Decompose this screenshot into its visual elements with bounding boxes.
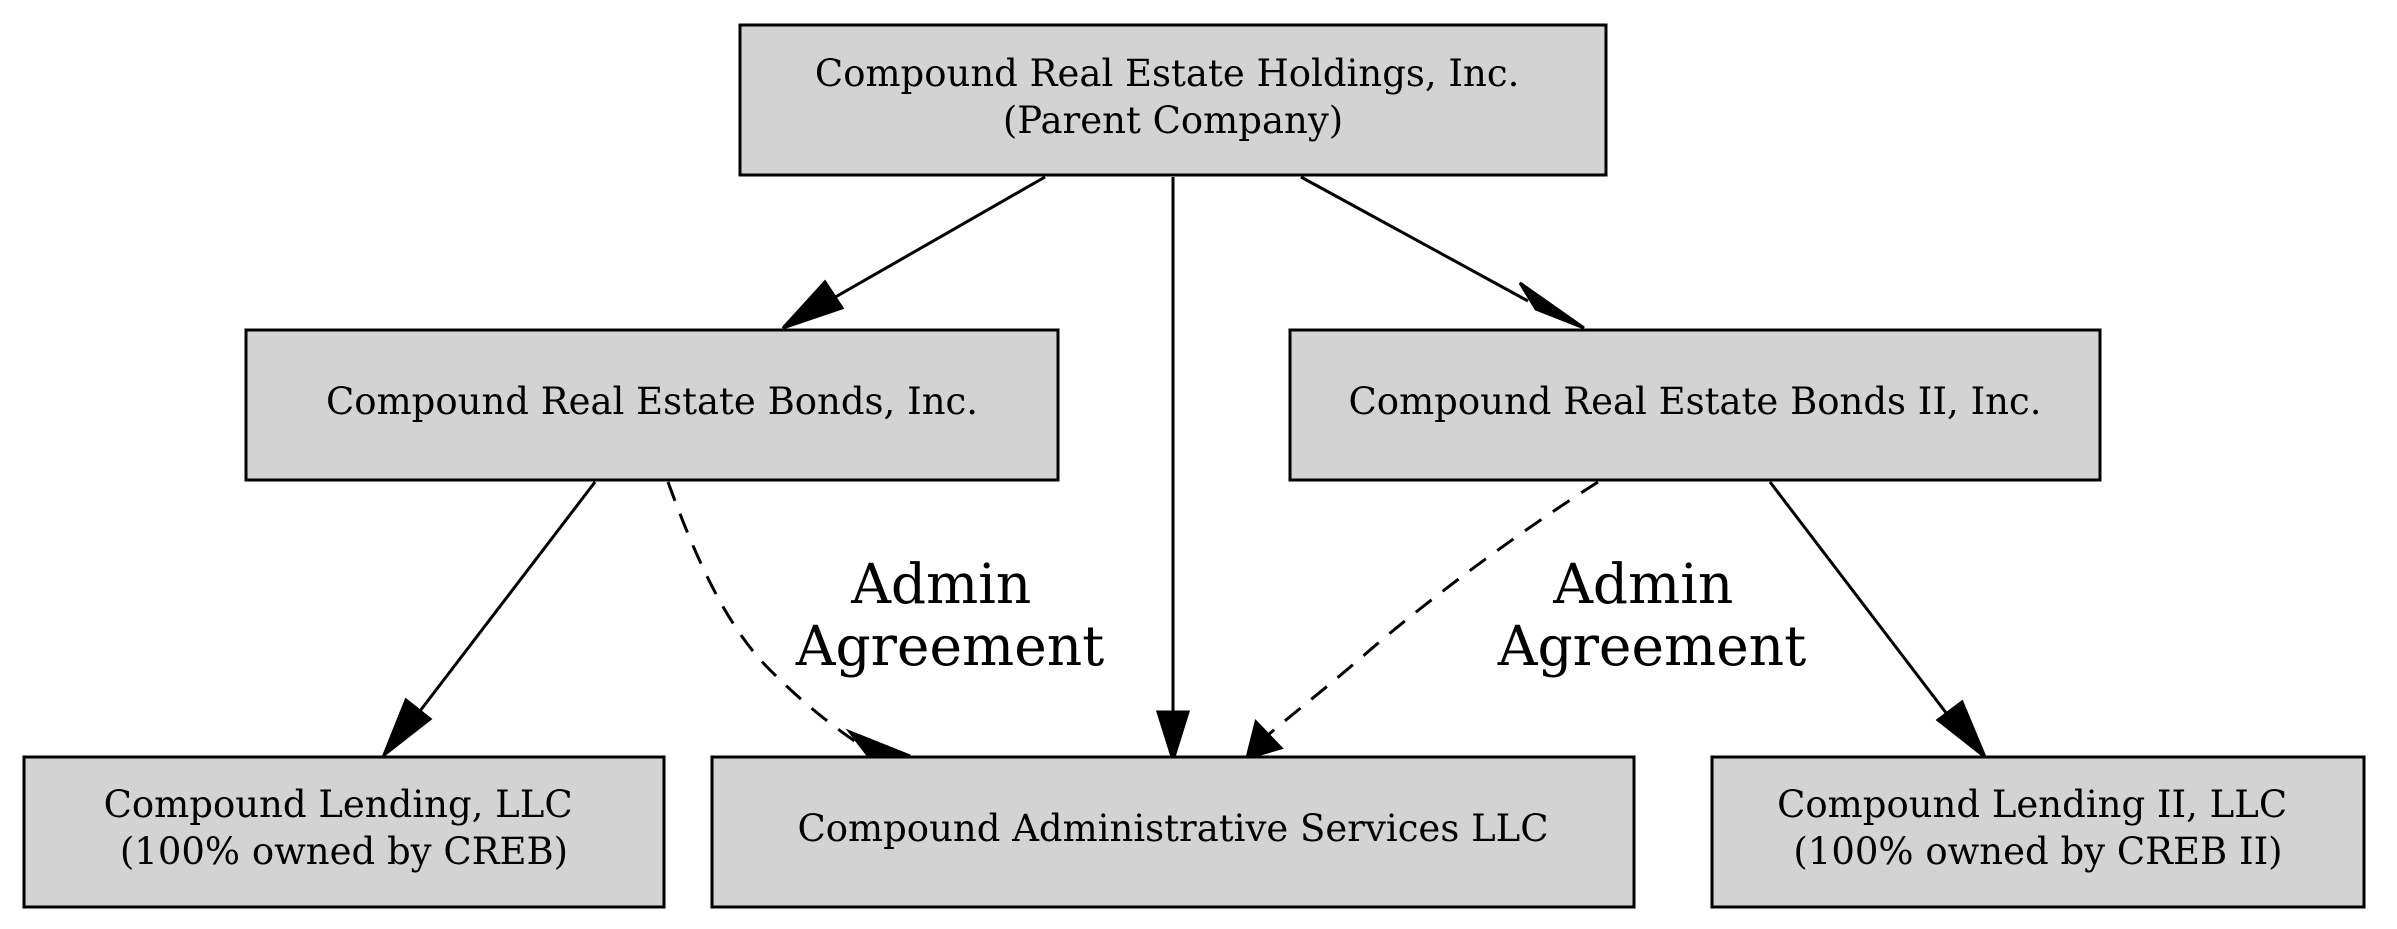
edge-label-bonds2-admin: Admin Agreement [1497, 552, 1807, 678]
node-admin-line-1: Compound Administrative Services LLC [797, 807, 1548, 850]
node-lending2: Compound Lending II, LLC (100% owned by … [1710, 755, 2366, 909]
node-bonds2-label: Compound Real Estate Bonds II, Inc. [1348, 380, 2041, 423]
edge-bonds2-to-lending2 [1768, 481, 1952, 719]
node-lending2-label: Compound Lending II, LLC (100% owned by … [1777, 783, 2299, 873]
node-lending-label: Compound Lending, LLC (100% owned by CRE… [104, 783, 585, 873]
node-lending2-line-1: Compound Lending II, LLC [1777, 783, 2287, 826]
edge-holdings-to-bonds2 [1300, 175, 1529, 303]
node-bonds2-box [1288, 328, 2102, 482]
edge-label-bonds-admin: Admin Agreement [795, 552, 1105, 678]
edge-label-bonds-admin-line-2: Agreement [795, 614, 1105, 678]
arrowhead-holdings-to-admin [1155, 710, 1191, 766]
node-bonds-label: Compound Real Estate Bonds, Inc. [326, 380, 978, 423]
node-lending-line-2: (100% owned by CREB) [120, 830, 568, 873]
edge-bonds-to-admin [666, 481, 866, 750]
edge-bonds2-to-admin [1267, 480, 1599, 737]
node-lending2-line-2: (100% owned by CREB II) [1793, 830, 2282, 873]
node-holdings-line-2: (Parent Company) [1003, 99, 1343, 142]
node-bonds2: Compound Real Estate Bonds II, Inc. [1288, 328, 2102, 482]
edge-bonds-to-lending [418, 481, 597, 712]
node-bonds-line-1: Compound Real Estate Bonds, Inc. [326, 380, 978, 423]
node-lending-line-1: Compound Lending, LLC [104, 783, 573, 826]
node-admin: Compound Administrative Services LLC [710, 755, 1636, 909]
node-bonds: Compound Real Estate Bonds, Inc. [244, 328, 1060, 482]
arrowhead-bonds2-to-admin [1244, 719, 1284, 761]
node-admin-box [710, 755, 1636, 909]
node-lending: Compound Lending, LLC (100% owned by CRE… [22, 755, 666, 909]
arrowhead-bonds-to-admin [845, 728, 911, 760]
node-admin-label: Compound Administrative Services LLC [797, 807, 1548, 850]
node-lending-box [22, 755, 666, 909]
edge-holdings-to-bonds [817, 175, 1046, 309]
node-holdings: Compound Real Estate Holdings, Inc. (Par… [738, 23, 1608, 177]
arrowhead-bonds-to-lending [380, 697, 433, 760]
node-lending2-box [1710, 755, 2366, 909]
edge-label-bonds2-admin-line-2: Agreement [1497, 614, 1807, 678]
edges [380, 175, 1989, 766]
arrowhead-holdings-to-bonds [781, 279, 845, 330]
node-holdings-line-1: Compound Real Estate Holdings, Inc. [815, 52, 1519, 95]
arrowhead-bonds2-to-lending2 [1935, 699, 1989, 762]
edge-label-bonds2-admin-line-1: Admin [1552, 552, 1733, 616]
arrowhead-holdings-to-bonds2 [1518, 281, 1585, 330]
node-holdings-box [738, 23, 1608, 177]
edge-label-bonds-admin-line-1: Admin [850, 552, 1031, 616]
node-bonds2-line-1: Compound Real Estate Bonds II, Inc. [1348, 380, 2041, 423]
node-holdings-label: Compound Real Estate Holdings, Inc. (Par… [815, 52, 1531, 142]
node-bonds-box [244, 328, 1060, 482]
